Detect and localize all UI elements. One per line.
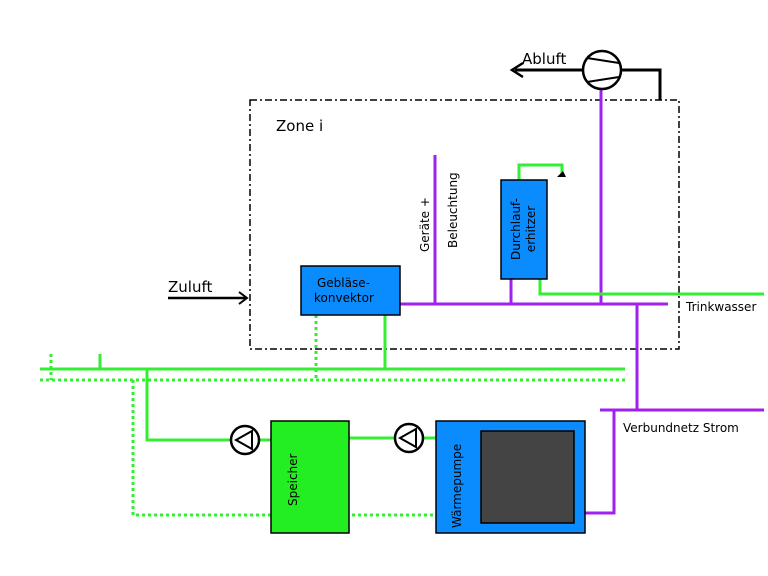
verbundnetz-label: Verbundnetz Strom	[623, 421, 739, 435]
exhaust-arrow-head	[509, 61, 524, 79]
heater-loop	[517, 163, 564, 180]
geraete-label: Geräte +	[418, 197, 432, 252]
beleuchtung-label: Beleuchtung	[446, 172, 460, 248]
zuluft-arrow-head	[238, 291, 249, 305]
drinking-water-line	[538, 278, 764, 296]
trinkwasser-label: Trinkwasser	[685, 300, 756, 314]
fan-icon	[581, 49, 623, 91]
zone-boundary	[249, 99, 680, 350]
speicher-box	[270, 420, 350, 534]
durchlauf-line1: Durchlauf-	[509, 198, 523, 260]
pump-icon	[393, 422, 425, 454]
speicher-supply-line	[145, 369, 230, 442]
pump-icon	[229, 424, 261, 456]
zuluft-label: Zuluft	[168, 278, 212, 296]
zone-label: Zone i	[276, 117, 323, 135]
waermepumpe-core	[480, 430, 575, 524]
geblaese-line1: Gebläse-	[317, 276, 370, 290]
waermepumpe-label: Wärmepumpe	[450, 444, 464, 528]
electric-lines	[400, 88, 764, 515]
water-lines	[40, 163, 764, 442]
geblaese-line2: konvektor	[314, 291, 374, 305]
speicher-label: Speicher	[286, 453, 300, 506]
durchlauferhitzer-box	[500, 179, 548, 280]
heater-arrow-icon	[557, 171, 566, 177]
exhaust-duct	[622, 68, 662, 100]
abluft-label: Abluft	[522, 50, 566, 68]
heatpump-power-line	[585, 410, 616, 515]
durchlauf-line2: erhitzer	[524, 206, 538, 252]
durchlauferhitzer-label: Durchlauf- erhitzer	[509, 198, 538, 260]
geblaesekonvektor-box	[300, 265, 401, 316]
